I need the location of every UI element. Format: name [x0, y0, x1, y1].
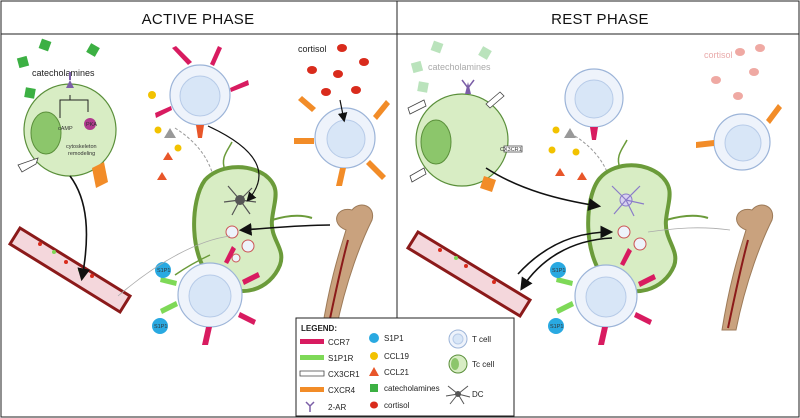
rest-phase-title: REST PHASE [551, 11, 649, 28]
camp-label: cAMP [58, 126, 73, 132]
legend-cxcr4: CXCR4 [328, 386, 356, 395]
rest-t-cell-top [564, 68, 624, 140]
active-cortisol-label: cortisol [298, 44, 327, 54]
rest-s1p1-text-bottom: S1P1 [550, 324, 563, 330]
active-phase-title: ACTIVE PHASE [142, 11, 255, 28]
active-catecholamines-label: catecholamines [32, 68, 95, 78]
rest-catecholamines-label: catecholamines [428, 62, 491, 72]
rest-t-cell-cxcr4 [696, 104, 782, 171]
ccl19-dot [148, 91, 156, 99]
legend-catecholamines: catecholamines [384, 384, 440, 393]
legend-cortisol: cortisol [384, 401, 410, 410]
legend-s1p1r: S1P1R [328, 354, 354, 363]
active-bone-marrow [321, 204, 374, 331]
legend-title: LEGEND: [301, 324, 337, 333]
rest-blood-vessel [405, 229, 533, 319]
active-t-cell-bottom [160, 246, 260, 345]
legend-tc-cell: Tc cell [472, 360, 494, 369]
rest-t-cell-bottom [556, 248, 656, 345]
rest-cortisol-label: cortisol [704, 50, 733, 60]
legend-dc: DC [472, 390, 484, 399]
s1p1-top [155, 262, 171, 278]
s1p1-bottom [152, 318, 168, 334]
rest-cortisol-drops [711, 44, 765, 100]
active-t-cell-cxcr4 [294, 96, 390, 186]
legend-ccl19: CCL19 [384, 352, 409, 361]
legend: LEGEND: CCR7 S1P1R CX3CR1 CXCR4 2-AR S1P… [295, 317, 515, 417]
rest-bone-marrow [721, 204, 774, 331]
legend-dc-icon [445, 385, 471, 405]
rest-s1p1-text-top: S1P1 [552, 268, 565, 274]
pka-label: PKA [86, 122, 97, 128]
legend-cx3cr1: CX3CR1 [328, 370, 360, 379]
rest-dc-cell [611, 185, 645, 217]
s1p1-text-bottom: S1P1 [154, 324, 167, 330]
legend-s1p1: S1P1 [384, 334, 404, 343]
active-cortisol-drops [307, 44, 369, 96]
active-tc-cell: cAMP PKA cytoskeleton remodeling [17, 72, 117, 188]
active-catecholamine-squares [16, 38, 100, 99]
cyto-label-2: remodeling [68, 151, 95, 157]
cyto-label-1: cytoskeleton [66, 144, 97, 150]
rest-lymph-node [586, 139, 709, 294]
rest-catecholamine-squares [410, 40, 492, 93]
active-blood-vessel [7, 225, 133, 315]
legend-ccr7: CCR7 [328, 338, 350, 347]
active-t-cell-top [155, 46, 249, 138]
s1p1-text-top: S1P1 [157, 268, 170, 274]
active-lymph-node [174, 141, 313, 293]
rest-cx3cr1-label: CX3CR1 [500, 147, 522, 153]
ccl21-grey-triangle [164, 128, 176, 138]
legend-t-cell: T cell [472, 335, 491, 344]
legend-2ar: 2-AR [328, 403, 346, 412]
legend-ccl21: CCL21 [384, 368, 409, 377]
rest-tc-cell: CX3CR1 [407, 79, 523, 192]
